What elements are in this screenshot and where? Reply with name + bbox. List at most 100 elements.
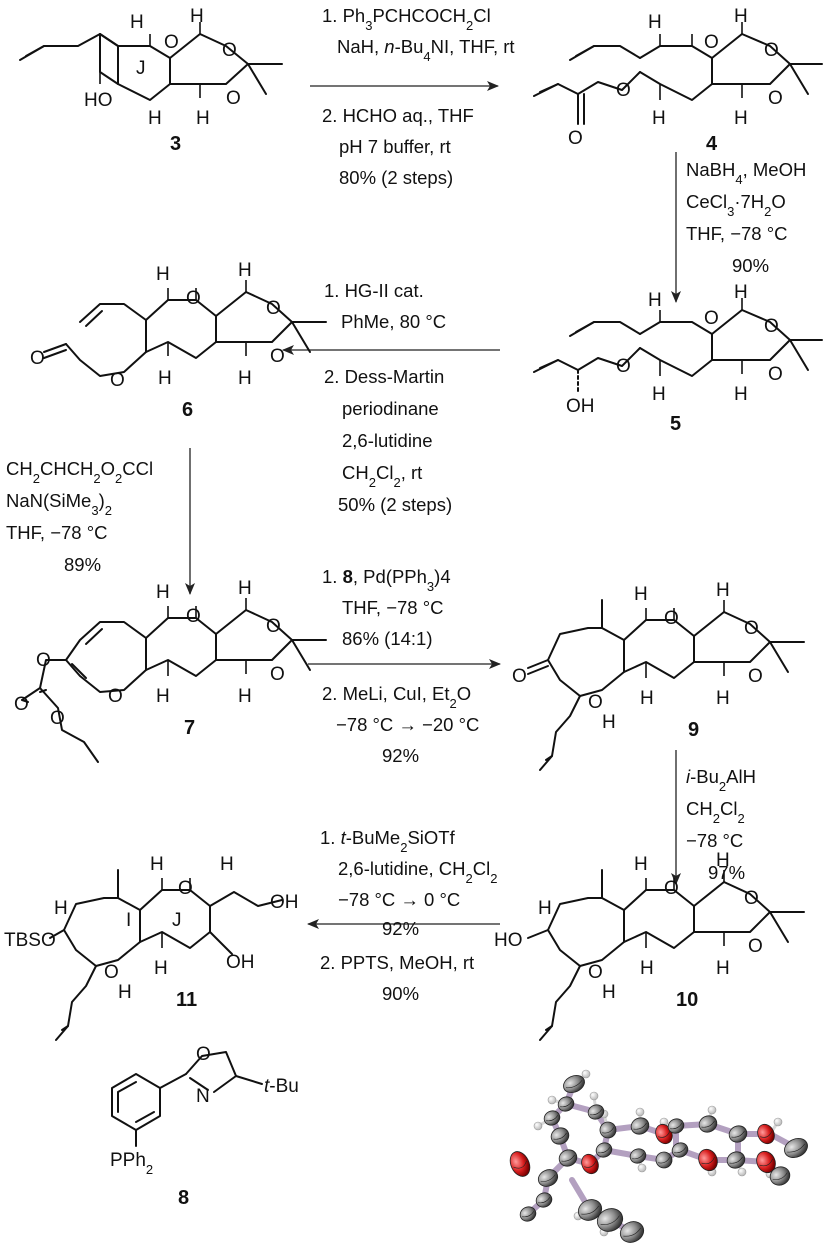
- c6-O-oxocene: O: [110, 370, 125, 391]
- cond3-line5: 2,6-lutidine: [342, 430, 433, 451]
- cond6-line1: i-Bu2AlH: [686, 766, 756, 794]
- xray-ellipsoid-line: [772, 1172, 788, 1180]
- xray-carbon-atom: [558, 1149, 578, 1167]
- xray-ellipsoid-line: [633, 1122, 647, 1130]
- c4-O-ring: O: [704, 32, 719, 53]
- xray-ellipsoid-line: [561, 1154, 575, 1162]
- conditions-step2: NaBH4, MeOH CeCl3·7H2O THF, −78 °C 90%: [686, 159, 806, 276]
- xray-hydrogen-atom: [637, 1163, 647, 1173]
- compound-7: H H O O O O O O O H H 7: [14, 578, 327, 763]
- c11-H-5: H: [118, 982, 132, 1003]
- xray-carbon-atom: [698, 1115, 718, 1133]
- xray-hydrogen-atom: [737, 1167, 747, 1177]
- xray-carbon-atom: [655, 1151, 673, 1169]
- xray-ellipsoid-line: [632, 1153, 645, 1160]
- c4-O-2: O: [768, 88, 783, 109]
- c7-H-2: H: [238, 578, 252, 599]
- c10-HO: HO: [494, 930, 523, 951]
- c3-HO: HO: [84, 90, 113, 111]
- xray-ellipsoid-line: [602, 1127, 615, 1134]
- xray-carbon-atom: [667, 1118, 685, 1134]
- c9-H-5: H: [602, 712, 616, 733]
- c10-H-1: H: [634, 854, 648, 875]
- xray-ellipsoid-line: [538, 1197, 551, 1204]
- conditions-step5: 1. 8, Pd(PPh3)4 THF, −78 °C 86% (14:1) 2…: [322, 566, 479, 766]
- cond5-line1: 1. 8, Pd(PPh3)4: [322, 566, 451, 594]
- cond5-line4: 2. MeLi, CuI, Et2O: [322, 683, 471, 711]
- cond4-line3: THF, −78 °C: [6, 522, 107, 543]
- c10-H-3: H: [640, 958, 654, 979]
- xray-ellipsoid-line: [540, 1174, 556, 1182]
- c6-O-ring: O: [186, 288, 201, 309]
- xray-ellipsoid-line: [670, 1123, 683, 1130]
- cond2-line3: THF, −78 °C: [686, 223, 787, 244]
- compound-9: H H O O O O O H H H 9: [512, 580, 805, 771]
- c4-O-ether: O: [616, 80, 631, 101]
- c5-OH: OH: [566, 396, 595, 417]
- xray-ellipsoid-line: [513, 1160, 527, 1169]
- xray-ellipsoid-line: [701, 1120, 715, 1128]
- c5-H-4: H: [734, 384, 748, 405]
- c10-H-2: H: [716, 850, 730, 871]
- xray-carbon-atom: [630, 1117, 650, 1135]
- xray-ellipsoid-line: [581, 1205, 599, 1215]
- cond3-line2: PhMe, 80 °C: [341, 311, 446, 332]
- c9-O-1: O: [744, 618, 759, 639]
- compound-label-3: 3: [170, 133, 181, 155]
- cond2-line1: NaBH4, MeOH: [686, 159, 806, 187]
- c5-O-ether: O: [616, 356, 631, 377]
- xray-ellipsoid-line: [598, 1147, 611, 1154]
- compound-4: H H O O O O O H H 4: [533, 6, 823, 155]
- cond5-line6: 92%: [382, 745, 419, 766]
- cond3-line1: 1. HG-II cat.: [324, 280, 424, 301]
- xray-ellipsoid-line: [600, 1215, 620, 1225]
- c3-H-1: H: [130, 12, 144, 33]
- xray-ellipsoid-line: [546, 1115, 559, 1122]
- c8-N: N: [196, 1086, 210, 1107]
- c10-O-1: O: [744, 888, 759, 909]
- c11-OH-1: OH: [270, 892, 299, 913]
- c4-O-ketone: O: [568, 128, 583, 149]
- xray-carbon-atom: [577, 1199, 603, 1221]
- xray-hydrogen-atom: [773, 1117, 783, 1127]
- c10-O-ring: O: [664, 878, 679, 899]
- compound-8: O N t-Bu PPh2 8: [110, 1044, 299, 1209]
- xray-carbon-atom: [671, 1142, 689, 1158]
- xray-oxygen-atom: [698, 1148, 718, 1172]
- c5-O-1: O: [764, 316, 779, 337]
- compound-11: H H O OH OH I J H TBSO O H H 11: [4, 854, 299, 1041]
- c9-H-2: H: [716, 580, 730, 601]
- c3-O-2: O: [226, 88, 241, 109]
- c9-O-ring: O: [664, 608, 679, 629]
- c7-O-1: O: [266, 616, 281, 637]
- xray-ellipsoid-line: [658, 1131, 671, 1138]
- c8-tBu: t-Bu: [264, 1076, 299, 1097]
- c7-O-oxocene: O: [108, 686, 123, 707]
- cond1-line3: 2. HCHO aq., THF: [322, 105, 474, 126]
- c3-H-2: H: [190, 6, 204, 27]
- c11-TBSO: TBSO: [4, 930, 56, 951]
- xray-ellipsoid-line: [787, 1143, 805, 1153]
- c7-O-allyl: O: [50, 708, 65, 729]
- compound-label-7: 7: [184, 717, 195, 739]
- c6-H-1: H: [156, 264, 170, 285]
- compound-label-4: 4: [706, 133, 718, 155]
- c5-H-1: H: [648, 290, 662, 311]
- cond7-line5: 2. PPTS, MeOH, rt: [320, 952, 474, 973]
- c3-H-4: H: [196, 108, 210, 129]
- xray-hydrogen-atom: [589, 1091, 599, 1101]
- c6-H-4: H: [238, 368, 252, 389]
- xray-carbon-atom: [563, 1074, 585, 1094]
- c11-ring-J: J: [172, 910, 182, 931]
- c7-O-carbonate: O: [36, 650, 51, 671]
- c7-H-3: H: [156, 686, 170, 707]
- xray-hydrogen-atom: [533, 1121, 543, 1131]
- c3-H-3: H: [148, 108, 162, 129]
- c11-H-1: H: [150, 854, 164, 875]
- c5-O-2: O: [768, 364, 783, 385]
- xray-oxygen-atom: [756, 1150, 776, 1174]
- cond5-line2: THF, −78 °C: [342, 597, 443, 618]
- c7-O-carbonyl: O: [14, 694, 29, 715]
- xray-carbon-atom: [769, 1166, 791, 1186]
